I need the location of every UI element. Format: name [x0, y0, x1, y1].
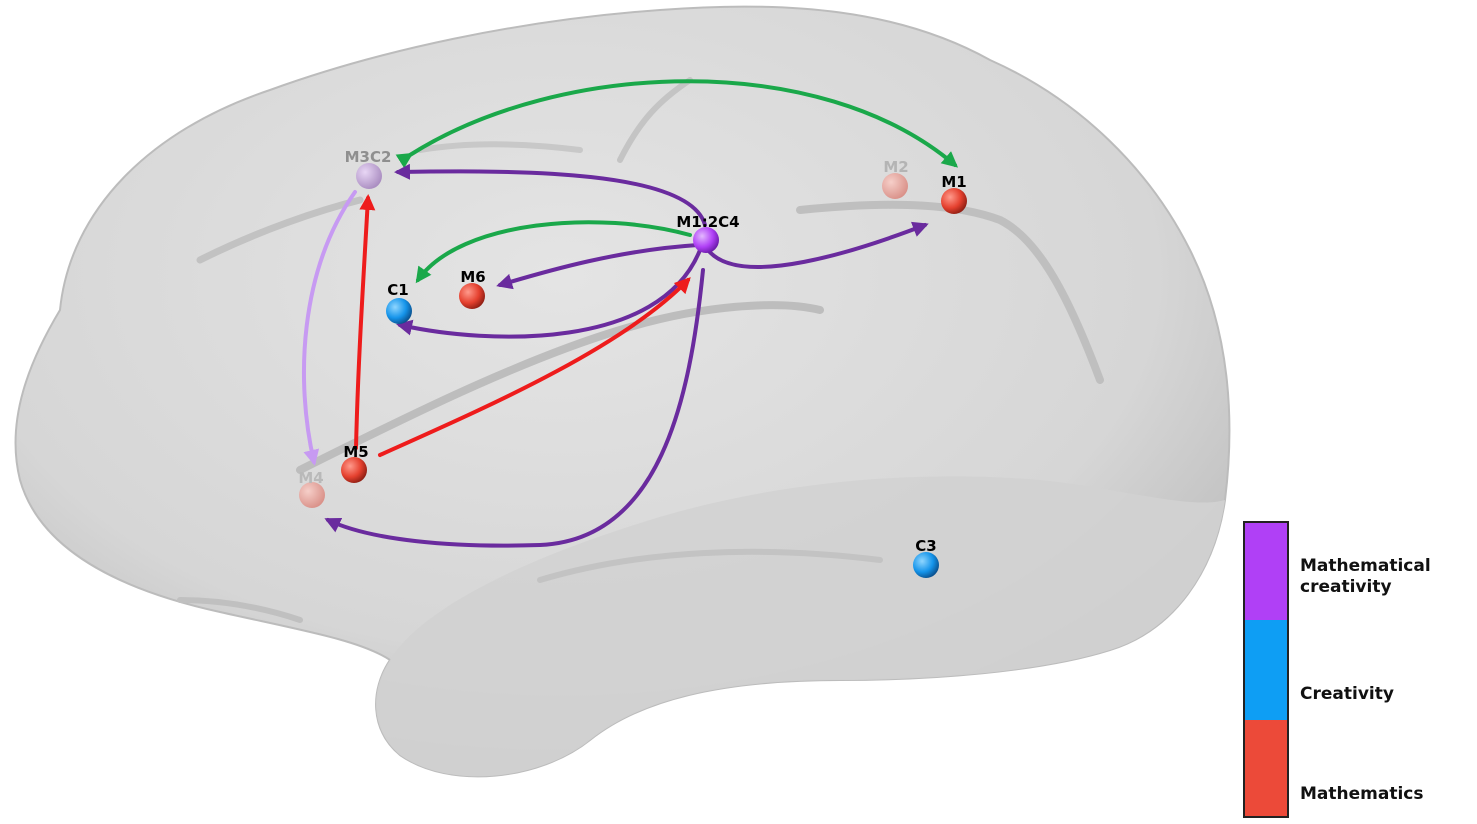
label-m6: M6 — [460, 268, 485, 286]
brain-surface — [14, 5, 1231, 778]
node-m6 — [459, 283, 485, 309]
label-m3c2: M3C2 — [345, 148, 392, 166]
node-m5 — [341, 457, 367, 483]
sulcus-central — [617, 77, 693, 163]
nodes: M3C2 M2 M1 M1:2C4 C1 M6 M5 M4 C3 — [298, 148, 967, 578]
node-m3c2 — [356, 163, 382, 189]
arrow-m5-m3c2-red — [354, 194, 376, 450]
legend-swatch-math-creativity — [1245, 523, 1287, 620]
arrow-m12c4-m1-purple — [706, 221, 929, 269]
node-m2 — [882, 173, 908, 199]
arrow-m12c4-m6-purple — [496, 243, 700, 290]
legend-swatch-creativity — [1245, 620, 1287, 720]
legend-label-mathematics: Mathematics — [1300, 784, 1424, 804]
temporal-lobe — [376, 476, 1225, 777]
label-c3: C3 — [915, 537, 936, 555]
arrow-m12c4-c1-green — [415, 220, 692, 284]
label-m5: M5 — [343, 443, 368, 461]
sulcus-posterior — [796, 200, 1104, 384]
legend-label-math-creativity: Mathematical creativity — [1300, 556, 1431, 597]
legend-label-creativity: Creativity — [1300, 684, 1394, 704]
legend-colorbar — [1243, 521, 1289, 818]
sulcus-superior — [417, 141, 583, 153]
label-m1-2c4: M1:2C4 — [676, 213, 739, 231]
node-c1 — [386, 298, 412, 324]
arrow-m5-m12c4-red — [378, 277, 691, 457]
sulcus-lateral — [296, 301, 824, 474]
arrow-m3c2-m4-lavender — [301, 190, 357, 466]
label-c1: C1 — [387, 281, 408, 299]
sulcus-orbital — [177, 597, 303, 623]
node-m1-2c4 — [693, 227, 719, 253]
label-m1: M1 — [941, 173, 966, 191]
node-m4 — [299, 482, 325, 508]
arrow-m12c4-m3c2-purple — [394, 163, 707, 227]
sulcus-temporal — [537, 548, 883, 583]
label-m2: M2 — [883, 158, 908, 176]
legend-swatch-mathematics — [1245, 720, 1287, 816]
arrow-m3c2-m1-green — [395, 79, 959, 169]
label-m4: M4 — [298, 469, 323, 487]
connections — [301, 79, 959, 548]
node-c3 — [913, 552, 939, 578]
arrow-m12c4-m4-purple — [324, 268, 705, 548]
node-m1 — [941, 188, 967, 214]
